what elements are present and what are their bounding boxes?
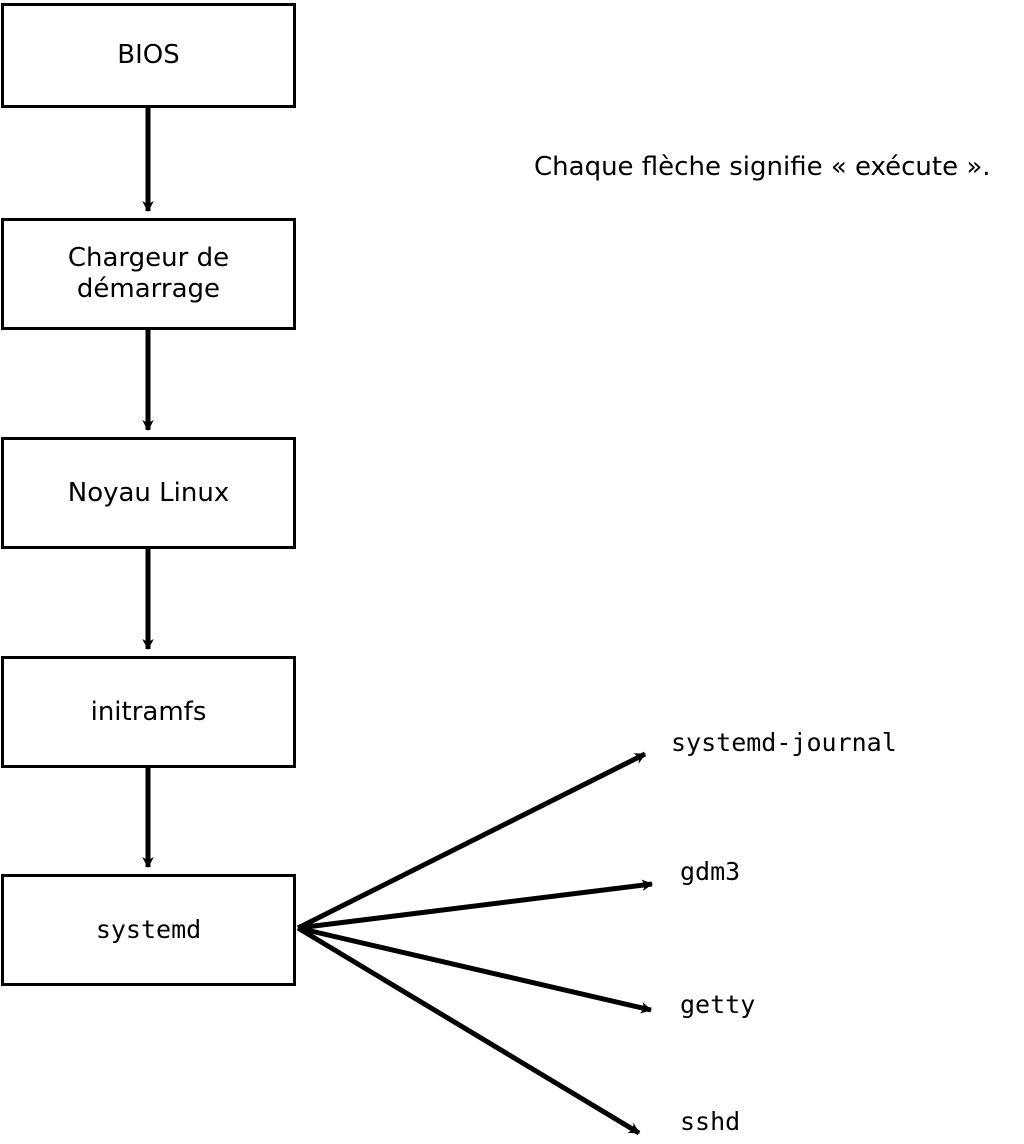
node-systemd[interactable]: systemd: [1, 874, 296, 986]
edge-systemd-to-getty: [297, 925, 652, 1014]
leaf-label-sshd: sshd: [680, 1107, 741, 1136]
node-bios-label: BIOS: [117, 40, 180, 71]
node-bootloader[interactable]: Chargeur de démarrage: [1, 218, 296, 330]
node-bootloader-label: Chargeur de démarrage: [67, 243, 230, 304]
edge-systemd-to-gdm3: [297, 879, 653, 931]
leaf-label-getty: getty: [680, 990, 756, 1019]
node-bios[interactable]: BIOS: [1, 3, 296, 108]
node-systemd-label: systemd: [95, 915, 202, 945]
node-initramfs[interactable]: initramfs: [1, 656, 296, 768]
legend-note: Chaque flèche signifie « exécute ».: [534, 152, 991, 182]
node-kernel[interactable]: Noyau Linux: [1, 437, 296, 549]
leaf-label-systemd-journal: systemd-journal: [671, 728, 897, 757]
edge-systemd-to-sshd: [296, 925, 641, 1136]
leaf-label-gdm3: gdm3: [680, 857, 741, 886]
node-kernel-label: Noyau Linux: [67, 477, 230, 508]
edge-systemd-to-systemd-journal: [296, 751, 647, 931]
node-initramfs-label: initramfs: [90, 696, 207, 727]
